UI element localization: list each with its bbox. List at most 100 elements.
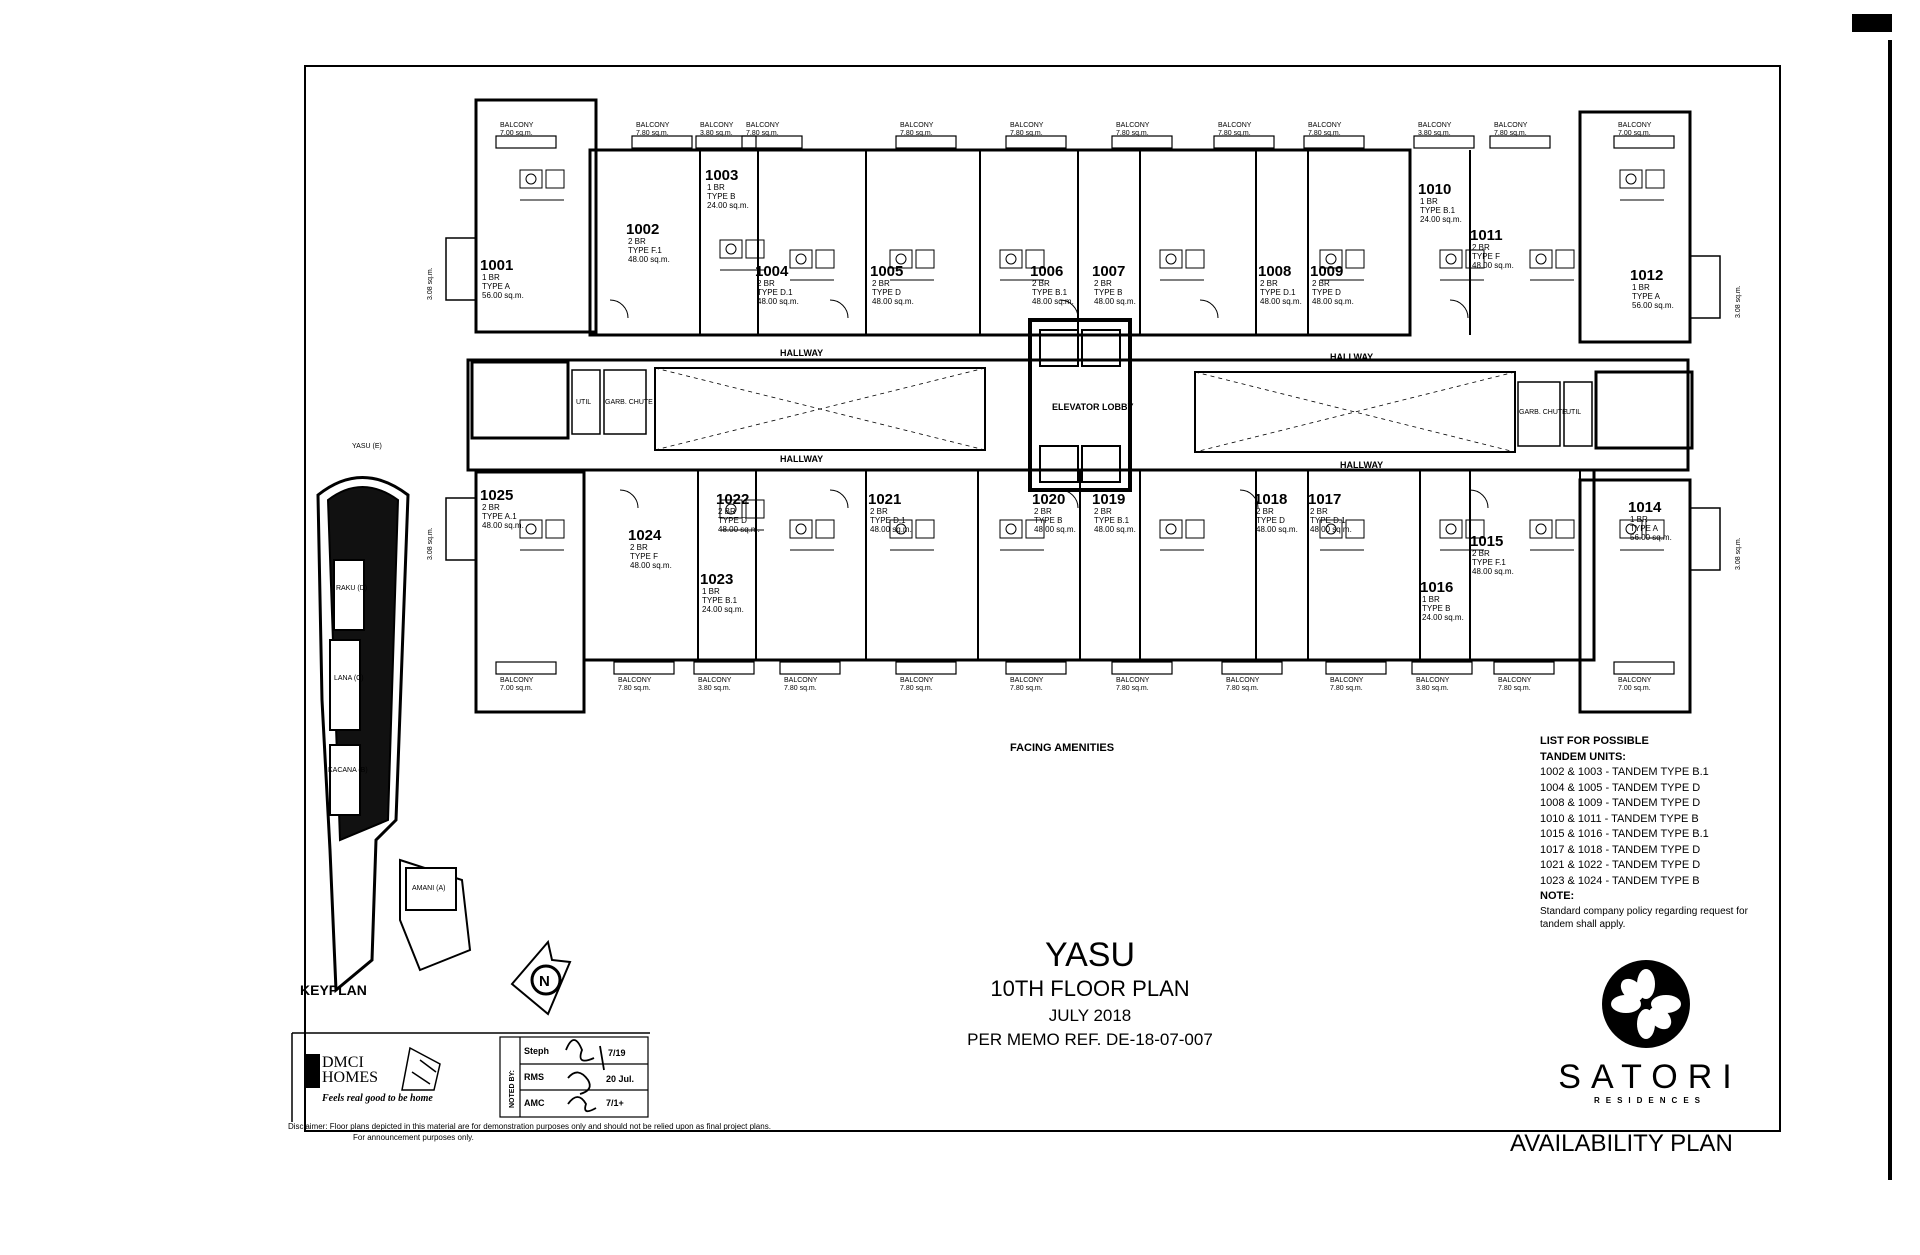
bottom-unit-area: 24.00 sq.m. bbox=[1422, 613, 1464, 622]
bottom-balcony-area: 7.80 sq.m. bbox=[1010, 685, 1043, 692]
top-unit-type: TYPE A bbox=[1632, 292, 1661, 301]
bottom-unit-number: 1018 bbox=[1254, 491, 1287, 508]
bottom-unit-bedrooms: 1 BR bbox=[1630, 515, 1648, 524]
top-unit-number: 1005 bbox=[870, 263, 903, 280]
top-balcony-label: BALCONY bbox=[1010, 122, 1044, 129]
bottom-unit-type: TYPE B.1 bbox=[702, 596, 738, 605]
top-unit-area: 48.00 sq.m. bbox=[1472, 261, 1514, 270]
bottom-unit-area: 48.00 sq.m. bbox=[482, 521, 524, 530]
bottom-unit-bedrooms: 1 BR bbox=[1422, 595, 1440, 604]
tandem-units-list: LIST FOR POSSIBLE TANDEM UNITS: 1002 & 1… bbox=[1540, 734, 1780, 931]
bottom-balcony bbox=[613, 661, 675, 675]
bottom-unit-type: TYPE A.1 bbox=[482, 512, 517, 521]
top-balcony-area: 7.00 sq.m. bbox=[1618, 130, 1651, 137]
satori-flower-logo bbox=[1602, 960, 1690, 1048]
top-balcony-area: 3.80 sq.m. bbox=[1418, 130, 1451, 137]
bottom-unit-number: 1023 bbox=[700, 571, 733, 588]
top-unit-number: 1003 bbox=[705, 167, 738, 184]
top-unit-type: TYPE A bbox=[482, 282, 511, 291]
bottom-balcony-area: 3.80 sq.m. bbox=[1416, 685, 1449, 692]
top-balcony-label: BALCONY bbox=[1308, 122, 1342, 129]
top-unit-type: TYPE D.1 bbox=[757, 288, 793, 297]
bottom-balcony-area: 7.80 sq.m. bbox=[1226, 685, 1259, 692]
top-unit-type: TYPE B.1 bbox=[1032, 288, 1068, 297]
top-unit-bedrooms: 2 BR bbox=[1472, 243, 1490, 252]
bottom-balcony-label: BALCONY bbox=[618, 677, 652, 684]
util-label-left: UTIL bbox=[576, 399, 591, 406]
top-balcony-area: 7.80 sq.m. bbox=[1308, 130, 1341, 137]
top-unit-area: 56.00 sq.m. bbox=[482, 291, 524, 300]
tandem-item: 1017 & 1018 - TANDEM TYPE D bbox=[1540, 843, 1701, 856]
bottom-unit-type: TYPE D bbox=[718, 516, 747, 525]
hallway-label-upper-right: HALLWAY bbox=[1330, 352, 1373, 362]
garbage-label-right: GARB. CHUTE bbox=[1519, 409, 1567, 416]
bottom-unit-number: 1015 bbox=[1470, 533, 1503, 550]
sheet-border bbox=[304, 65, 1781, 1132]
hallway-label-lower-left: HALLWAY bbox=[780, 454, 823, 464]
bottom-unit-area: 48.00 sq.m. bbox=[1256, 525, 1298, 534]
scan-edge bbox=[1888, 40, 1892, 1180]
disclaimer-line-2: For announcement purposes only. bbox=[353, 1133, 474, 1142]
top-balcony-label: BALCONY bbox=[1418, 122, 1452, 129]
top-unit-number: 1009 bbox=[1310, 263, 1343, 280]
noted-by-date-1: 7/19 bbox=[608, 1048, 626, 1058]
svg-text:N: N bbox=[539, 973, 550, 990]
disclaimer: Disclaimer: Floor plans depicted in this… bbox=[288, 1121, 1048, 1143]
top-unit-bedrooms: 2 BR bbox=[1312, 279, 1330, 288]
top-balcony bbox=[1613, 135, 1675, 149]
top-balcony-label: BALCONY bbox=[1618, 122, 1652, 129]
bottom-unit-area: 48.00 sq.m. bbox=[1034, 525, 1076, 534]
keyplan-label-kacana: KACANA (B) bbox=[328, 767, 368, 774]
north-arrow-icon: N bbox=[510, 939, 572, 1016]
bottom-unit-number: 1017 bbox=[1308, 491, 1341, 508]
noted-by-box bbox=[499, 1036, 649, 1118]
bottom-balcony-label: BALCONY bbox=[1226, 677, 1260, 684]
top-unit-area: 48.00 sq.m. bbox=[1312, 297, 1354, 306]
keyplan-drawing bbox=[316, 476, 472, 994]
bottom-unit-type: TYPE D.1 bbox=[1310, 516, 1346, 525]
top-balcony bbox=[895, 135, 957, 149]
dmci-tagline: Feels real good to be home bbox=[322, 1093, 433, 1104]
bottom-balcony-area: 7.00 sq.m. bbox=[500, 685, 533, 692]
bottom-unit-number: 1022 bbox=[716, 491, 749, 508]
top-balcony bbox=[1413, 135, 1475, 149]
top-balcony-area: 7.80 sq.m. bbox=[746, 130, 779, 137]
hallway-label-lower-right: HALLWAY bbox=[1340, 460, 1383, 470]
top-unit-type: TYPE D bbox=[1312, 288, 1341, 297]
bottom-balcony bbox=[895, 661, 957, 675]
top-unit-area: 48.00 sq.m. bbox=[1260, 297, 1302, 306]
top-unit-bedrooms: 1 BR bbox=[1632, 283, 1650, 292]
bottom-unit-type: TYPE B.1 bbox=[1094, 516, 1130, 525]
bottom-balcony bbox=[1493, 661, 1555, 675]
bottom-unit-bedrooms: 2 BR bbox=[1472, 549, 1490, 558]
tandem-item: 1023 & 1024 - TANDEM TYPE B bbox=[1540, 874, 1700, 887]
facing-amenities-label: FACING AMENITIES bbox=[1010, 742, 1115, 754]
dmci-logo bbox=[306, 1046, 441, 1091]
top-balcony bbox=[631, 135, 693, 149]
bottom-balcony bbox=[1325, 661, 1387, 675]
keyplan-label-raku: RAKU (D) bbox=[336, 585, 367, 592]
top-unit-number: 1007 bbox=[1092, 263, 1125, 280]
top-unit-type: TYPE F bbox=[1472, 252, 1500, 261]
garbage-label-left: GARB. CHUTE bbox=[605, 399, 653, 406]
bottom-unit-type: TYPE B bbox=[1034, 516, 1062, 525]
bottom-unit-number: 1019 bbox=[1092, 491, 1125, 508]
elevator-lobby-label: ELEVATOR LOBBY bbox=[1052, 402, 1134, 412]
bottom-balcony-area: 3.80 sq.m. bbox=[698, 685, 731, 692]
bottom-balcony bbox=[1221, 661, 1283, 675]
top-unit-area: 24.00 sq.m. bbox=[707, 201, 749, 210]
top-unit-area: 24.00 sq.m. bbox=[1420, 215, 1462, 224]
bottom-balcony-label: BALCONY bbox=[1330, 677, 1364, 684]
keyplan-title: KEYPLAN bbox=[300, 982, 367, 998]
top-unit-number: 1006 bbox=[1030, 263, 1063, 280]
keyplan-label-lana: LANA (C) bbox=[334, 675, 364, 682]
top-balcony-area: 3.80 sq.m. bbox=[700, 130, 733, 137]
tandem-item: 1010 & 1011 - TANDEM TYPE B bbox=[1540, 812, 1699, 825]
bottom-balcony bbox=[495, 661, 557, 675]
dmci-line-2: HOMES bbox=[322, 1069, 379, 1086]
bottom-balcony bbox=[693, 661, 755, 675]
keyplan-label-amani: AMANI (A) bbox=[412, 885, 445, 892]
top-unit-bedrooms: 1 BR bbox=[482, 273, 500, 282]
